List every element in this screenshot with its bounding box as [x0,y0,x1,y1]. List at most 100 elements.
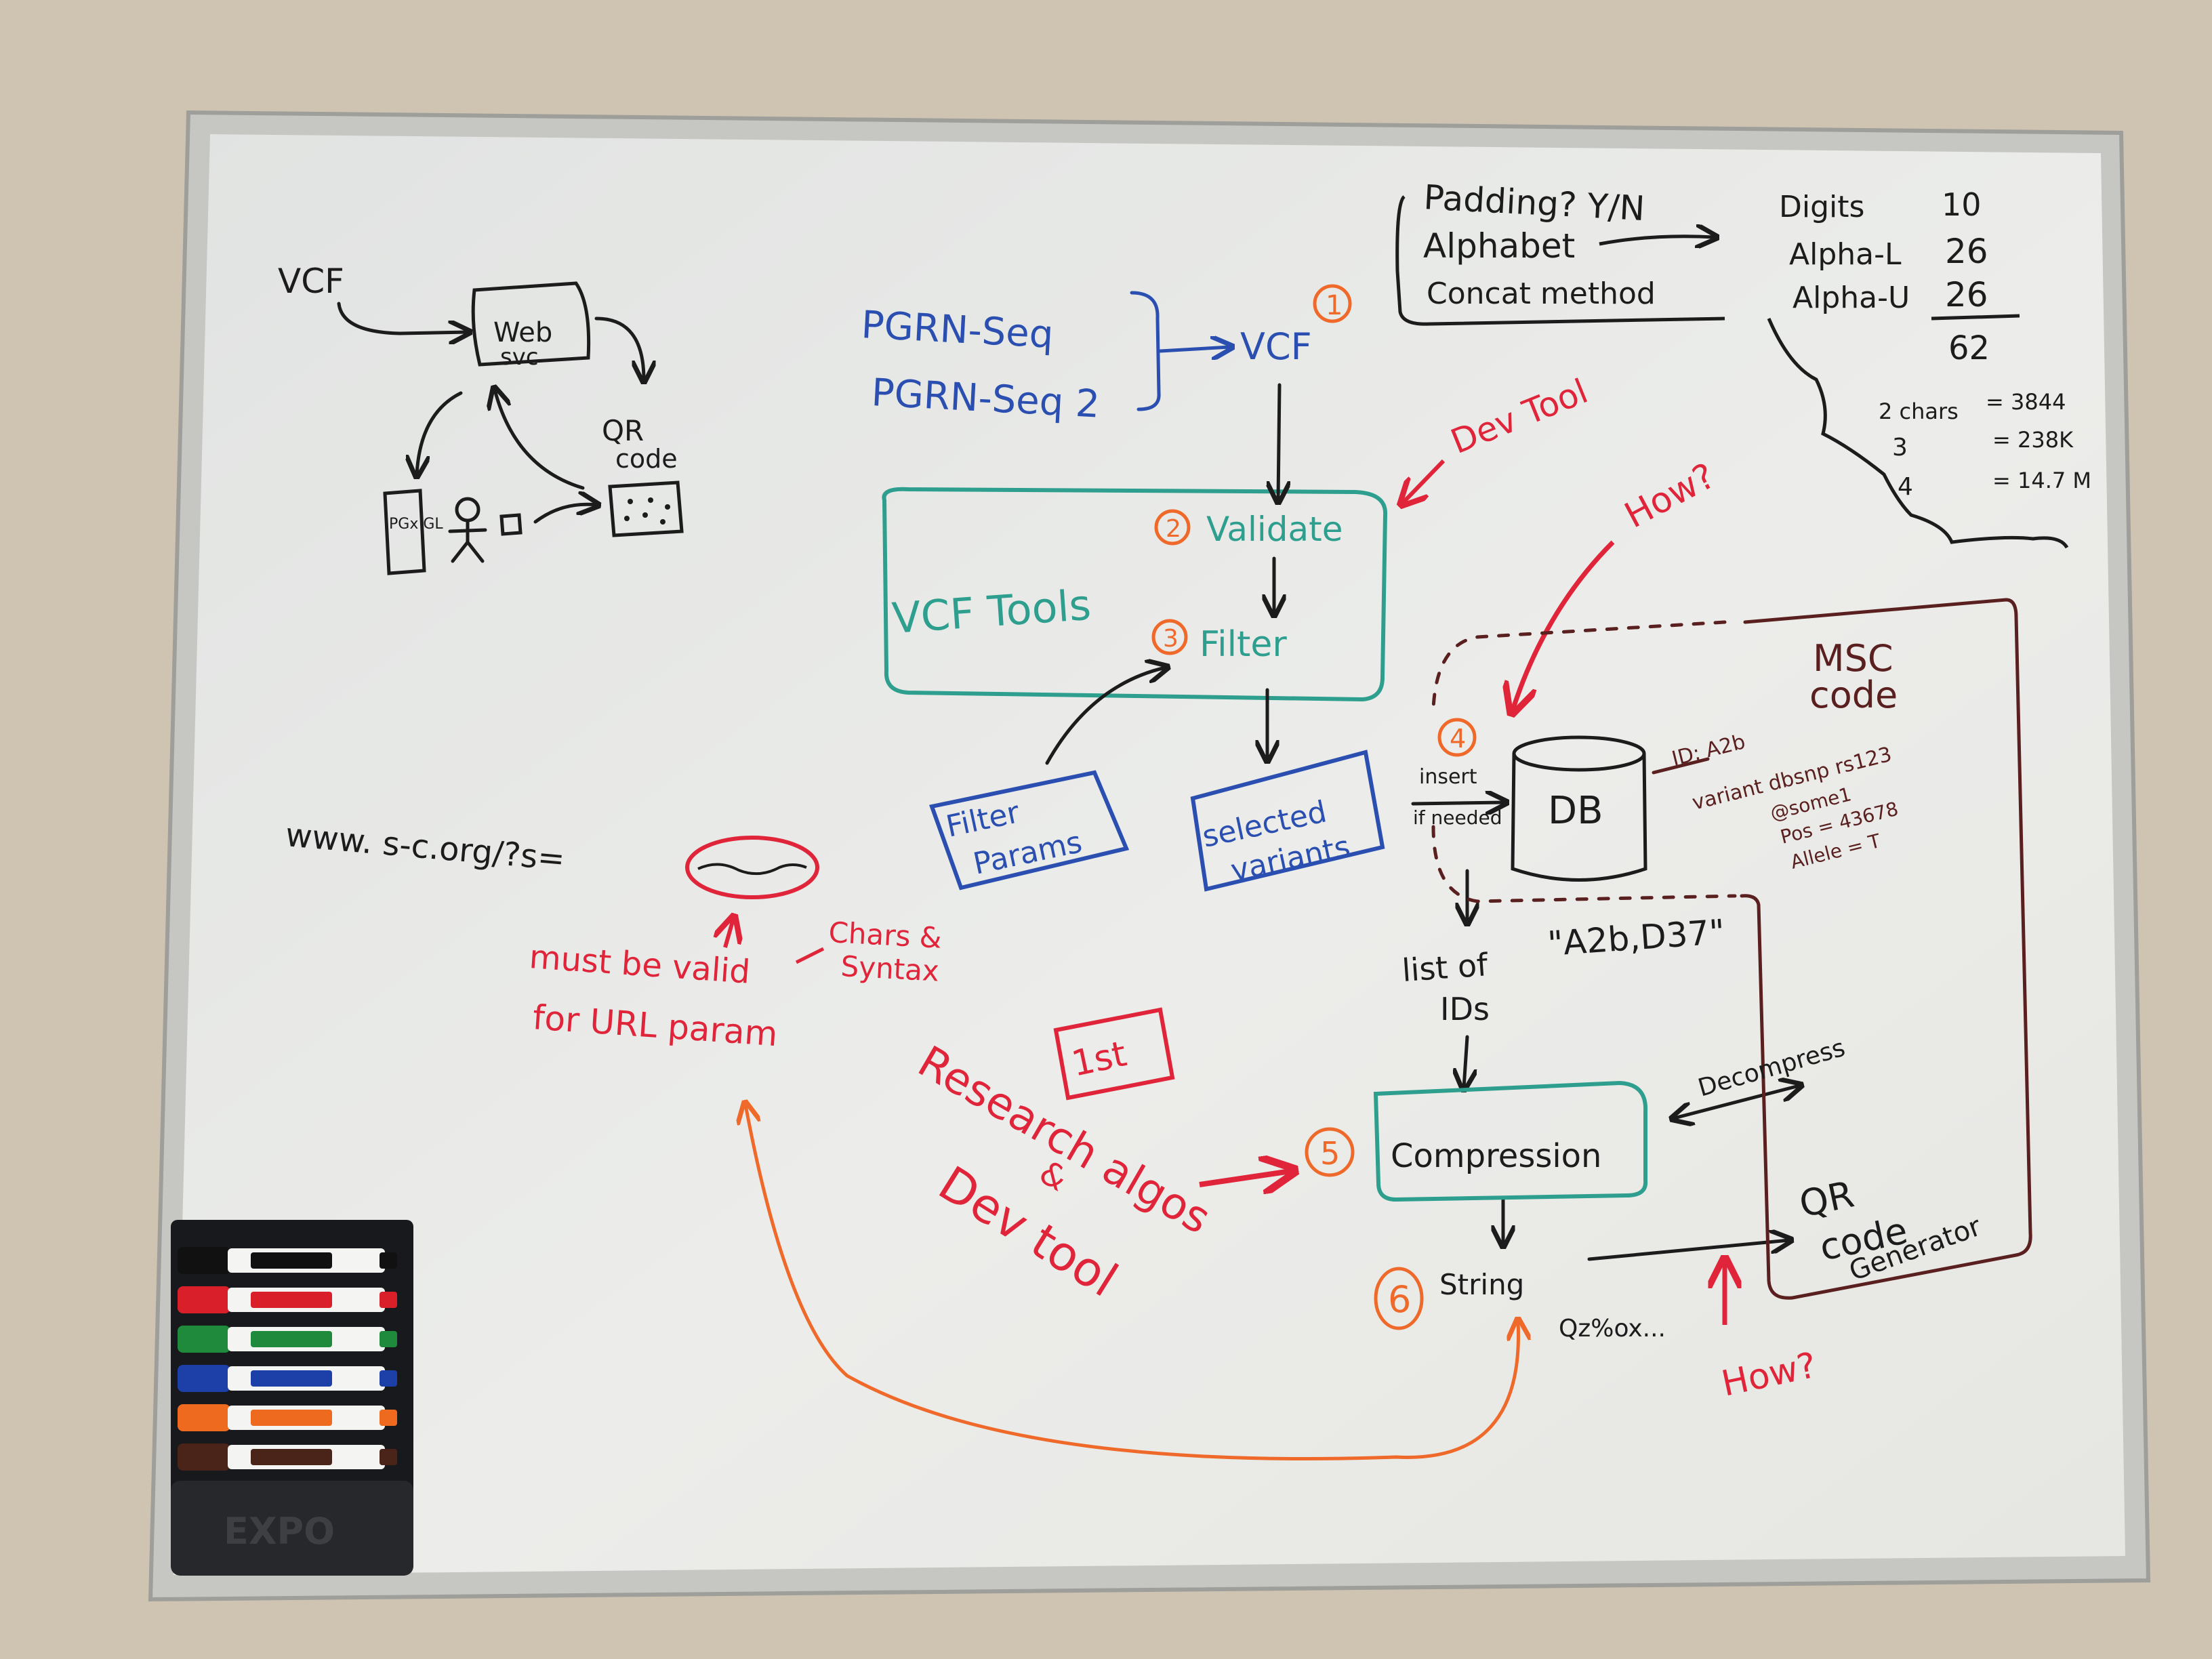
marker-end-cap [380,1449,397,1465]
marker-black[interactable] [178,1247,397,1274]
url-param-up-arrow [725,919,733,948]
msc-label-1: MSC [1813,637,1893,680]
svg-text:1: 1 [1326,290,1343,321]
websvc-to-qr-arrow [594,316,644,380]
left-qr-label-1: QR [602,414,644,447]
sum-line [1931,314,2020,321]
pipeline-arrows [1045,383,1799,1261]
digits-value: 10 [1942,186,1982,223]
eraser-brand: EXPO [224,1510,335,1553]
sources-brace [1130,291,1161,411]
encoding-notes: Padding? Y/N Alphabet Concat method Digi… [1395,178,2091,549]
marker-label-band [251,1449,332,1465]
marker-end-cap [380,1331,397,1347]
step-3-circle [1151,619,1188,655]
phone-sketch [383,489,426,575]
chars-syntax-note-2: Syntax [840,949,940,988]
stick-figure-body [448,518,487,563]
pipeline-vcf-label: VCF [1240,325,1312,368]
eraser[interactable] [171,1481,413,1576]
db-cluster: 4 insert if needed DB [1413,718,1647,882]
alphabet-arrow [1599,237,1715,244]
alpha-u-value: 26 [1945,275,1988,314]
left-qr-label-2: code [615,444,678,474]
marker-brown[interactable] [178,1443,397,1471]
marker-label-band [251,1410,332,1426]
alphabet-note: Alphabet [1423,226,1575,266]
compression-label: Compression [1391,1137,1601,1175]
qr-to-websvc-arrow [495,390,585,490]
step-4-number: 4 [1450,724,1466,754]
scanner-sketch [499,513,523,536]
svg-text:IDs: IDs [1440,991,1490,1027]
chars2-value: = 3844 [1986,389,2066,415]
step-6-number: 6 [1388,1278,1411,1321]
selected-to-db-arrow [1411,802,1504,804]
marker-cap [178,1365,230,1392]
alpha-u-label: Alpha-U [1793,281,1910,315]
marker-red[interactable] [178,1286,397,1313]
string-to-qr-arrow [1587,1240,1789,1261]
step-5-number: 5 [1320,1135,1340,1172]
marker-end-cap [380,1370,397,1387]
marker-label-band [251,1331,332,1347]
how-top-arrow [1513,540,1615,710]
marker-label-band [251,1292,332,1308]
chars4-label: 4 [1898,473,1913,501]
params-to-filter-arrow [1045,668,1166,765]
step-2-number: 2 [1166,515,1181,543]
board-surface [173,134,2125,1575]
decompress-arrow [1674,1086,1799,1118]
alpha-l-label: Alpha-L [1789,237,1902,272]
alphabet-total: 62 [1948,329,1990,367]
sources-to-vcf-arrow [1158,347,1230,351]
alpha-l-value: 26 [1945,232,1988,271]
step-1-marker: 1 [1313,284,1352,323]
marker-cap [178,1286,230,1313]
marker-cap [178,1326,230,1353]
first-box [1053,1007,1175,1101]
marker-tray: EXPO [171,1220,413,1576]
url-param-squiggle [697,863,807,876]
msc-dashed-bottom [1431,825,1737,903]
phone-label: PGx GL [389,516,443,533]
step-2-circle [1154,509,1191,546]
left-diagram: VCF Web svc QR code PGx GL [278,262,684,575]
chars3-label: 3 [1892,434,1908,462]
svg-text:list of: list of [1401,946,1490,989]
marker-orange[interactable] [178,1404,397,1431]
concat-note: Concat method [1427,276,1656,311]
web-svc-label-2: svc [500,344,539,371]
if-needed-label: if needed [1413,806,1502,829]
qr-code-dots [624,497,670,525]
filter-label: Filter [1200,624,1287,665]
marker-cap [178,1247,230,1274]
websvc-to-phone-arrow [417,391,463,474]
url-param-placeholder [685,836,819,899]
db-note-connector [1652,757,1710,775]
blue-sources: PGRN-Seq PGRN-Seq 2 VCF [860,291,1312,427]
string-example: Qz%ox... [1559,1315,1666,1343]
chars3-value: = 238K [1992,427,2074,453]
marker-list [178,1247,397,1471]
msc-dashed-top [1431,620,1727,710]
marker-end-cap [380,1252,397,1269]
marker-blue[interactable] [178,1365,397,1392]
msc-outline [1740,598,2032,1300]
marker-label-band [251,1370,332,1387]
insert-label: insert [1419,765,1477,789]
marker-green[interactable] [178,1326,397,1353]
digits-label: Digits [1779,190,1864,224]
marker-end-cap [380,1292,397,1308]
qr-code-sketch [608,480,684,537]
chars-syntax-note-1: Chars & [827,916,942,955]
chars4-value: = 14.7 M [1992,468,2091,493]
step-3-number: 3 [1163,625,1179,653]
scanner-to-qr-arrow [533,504,596,524]
step-4-circle [1437,718,1477,757]
marker-label-band [251,1252,332,1269]
db-cylinder [1511,735,1647,882]
marker-cap [178,1404,230,1431]
web-svc-box [471,281,591,367]
